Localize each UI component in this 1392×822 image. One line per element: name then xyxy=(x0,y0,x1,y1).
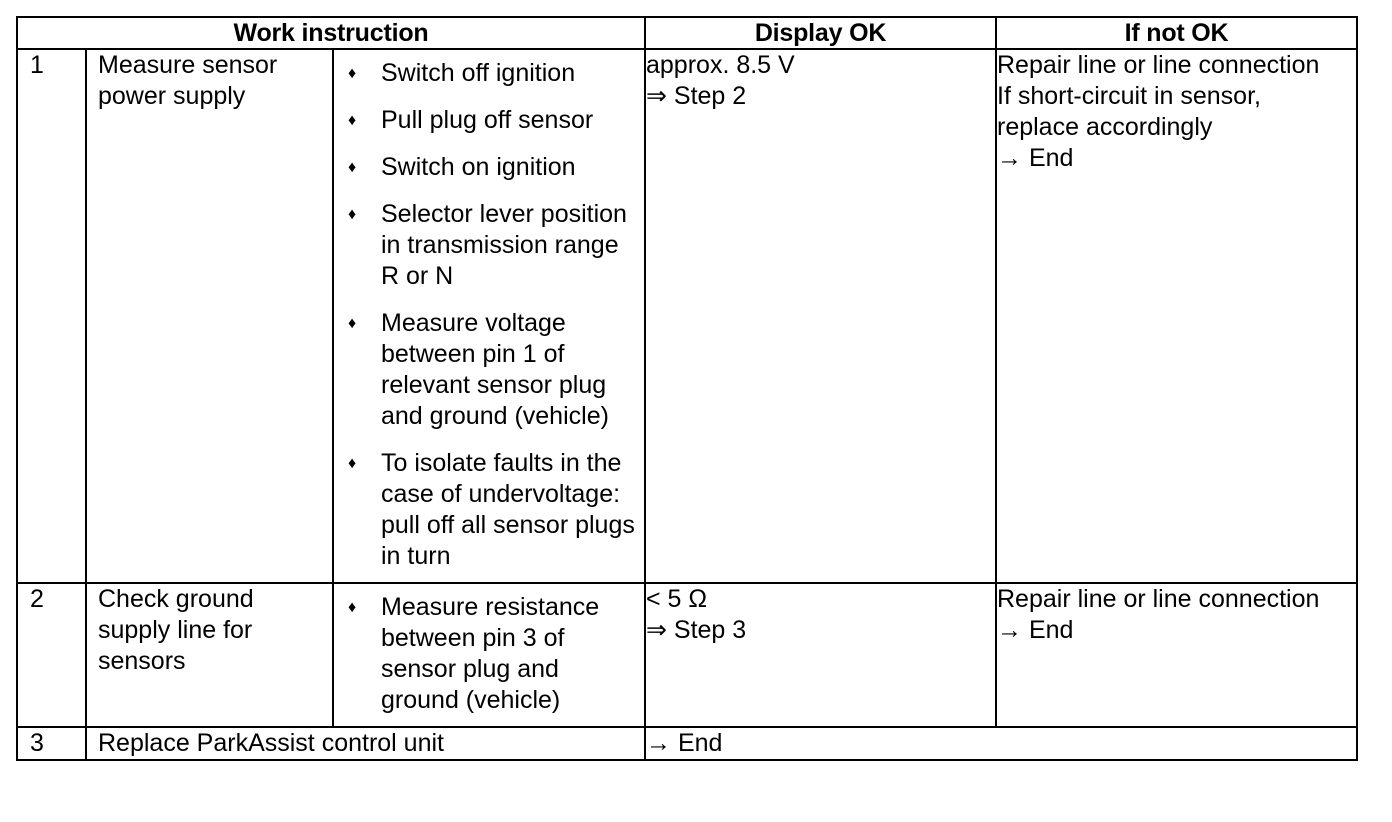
if-not-ok-cell: Repair line or line connection If short-… xyxy=(995,48,1358,584)
list-item-label: To isolate faults in the case of undervo… xyxy=(381,449,635,570)
diamond-bullet-icon: ♦ xyxy=(348,599,357,616)
list-item: ♦ To isolate faults in the case of under… xyxy=(346,448,636,572)
action-list-cell: ♦ Measure resistance between pin 3 of se… xyxy=(332,582,646,728)
if-not-ok-cell: Repair line or line connection → End xyxy=(995,582,1358,728)
diamond-bullet-icon: ♦ xyxy=(348,206,357,223)
table-header-row: Work instruction Display OK If not OK xyxy=(16,16,1358,50)
action-list-cell: ♦ Switch off ignition ♦ Pull plug off se… xyxy=(332,48,646,584)
if-not-ok-line: If short-circuit in sensor, xyxy=(997,82,1261,110)
list-item-label: Switch on ignition xyxy=(381,153,576,181)
table-row: 3 Replace ParkAssist control unit → End xyxy=(16,726,1358,761)
step-number: 1 xyxy=(16,48,87,584)
if-not-ok-line: Repair line or line connection xyxy=(997,585,1320,613)
step-number: 2 xyxy=(16,582,87,728)
end-reference: → End xyxy=(997,616,1074,644)
list-item: ♦ Switch off ignition xyxy=(346,58,636,89)
diamond-bullet-icon: ♦ xyxy=(348,159,357,176)
display-ok-lines: approx. 8.5 V ⇒ Step 2 xyxy=(646,50,995,112)
display-ok-value: < 5 Ω xyxy=(646,585,708,613)
next-step-reference: ⇒ Step 3 xyxy=(646,616,747,644)
end-reference: → End xyxy=(646,729,723,757)
list-item: ♦ Switch on ignition xyxy=(346,152,636,183)
column-header-display-ok: Display OK xyxy=(644,16,997,50)
task-description: Measure sensor power supply xyxy=(85,48,334,584)
list-item: ♦ Measure resistance between pin 3 of se… xyxy=(346,592,636,716)
display-ok-cell: → End xyxy=(644,726,1358,761)
list-item-label: Selector lever position in transmission … xyxy=(381,200,627,290)
list-item: ♦ Measure voltage between pin 1 of relev… xyxy=(346,308,636,432)
display-ok-cell: < 5 Ω ⇒ Step 3 xyxy=(644,582,997,728)
diamond-bullet-icon: ♦ xyxy=(348,315,357,332)
table-header: Work instruction Display OK If not OK xyxy=(16,16,1358,50)
task-description: Replace ParkAssist control unit xyxy=(85,726,646,761)
display-ok-value: approx. 8.5 V xyxy=(646,51,795,79)
if-not-ok-line: Repair line or line connection xyxy=(997,51,1320,79)
list-item: ♦ Selector lever position in transmissio… xyxy=(346,199,636,292)
display-ok-cell: approx. 8.5 V ⇒ Step 2 xyxy=(644,48,997,584)
task-description: Check ground supply line for sensors xyxy=(85,582,334,728)
next-step-reference: ⇒ Step 2 xyxy=(646,82,747,110)
list-item-label: Pull plug off sensor xyxy=(381,106,594,134)
diamond-bullet-icon: ♦ xyxy=(348,65,357,82)
table-body: 1 Measure sensor power supply ♦ Switch o… xyxy=(16,48,1358,761)
table-row: 1 Measure sensor power supply ♦ Switch o… xyxy=(16,48,1358,584)
if-not-ok-line: replace accordingly xyxy=(997,113,1213,141)
column-header-if-not-ok: If not OK xyxy=(995,16,1358,50)
if-not-ok-lines: Repair line or line connection If short-… xyxy=(997,50,1356,174)
action-list: ♦ Measure resistance between pin 3 of se… xyxy=(346,592,636,716)
display-ok-lines: < 5 Ω ⇒ Step 3 xyxy=(646,584,995,646)
if-not-ok-lines: Repair line or line connection → End xyxy=(997,584,1356,646)
table-row: 2 Check ground supply line for sensors ♦… xyxy=(16,582,1358,728)
list-item-label: Switch off ignition xyxy=(381,59,576,87)
list-item: ♦ Pull plug off sensor xyxy=(346,105,636,136)
list-item-label: Measure voltage between pin 1 of relevan… xyxy=(381,309,609,430)
diamond-bullet-icon: ♦ xyxy=(348,455,357,472)
end-reference: → End xyxy=(997,144,1074,172)
display-ok-lines: → End xyxy=(646,728,1356,759)
work-instruction-table: Work instruction Display OK If not OK 1 … xyxy=(16,16,1358,761)
list-item-label: Measure resistance between pin 3 of sens… xyxy=(381,593,600,714)
step-number: 3 xyxy=(16,726,87,761)
column-header-work-instruction: Work instruction xyxy=(16,16,646,50)
diamond-bullet-icon: ♦ xyxy=(348,112,357,129)
action-list: ♦ Switch off ignition ♦ Pull plug off se… xyxy=(346,58,636,572)
